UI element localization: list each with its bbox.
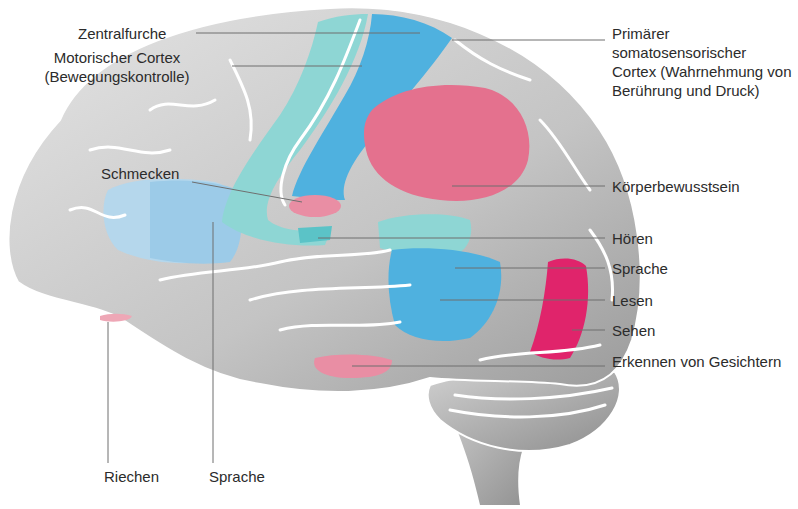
region-label: Körperbewusstsein xyxy=(612,177,792,196)
region-label: Zentralfurche xyxy=(78,24,194,43)
region-label: Lesen xyxy=(612,291,792,310)
region-label: Primärer somatosensorischer Cortex (Wahr… xyxy=(612,24,792,100)
region-label: Motorischer Cortex (Bewegungskontrolle) xyxy=(4,48,230,86)
region-label: Sprache xyxy=(209,467,299,486)
region-label: Sprache xyxy=(612,259,792,278)
region-label: Erkennen von Gesichtern xyxy=(612,352,782,371)
region-label: Schmecken xyxy=(101,164,201,183)
region-label: Hören xyxy=(612,229,792,248)
region-label: Riechen xyxy=(104,467,194,486)
region-label: Sehen xyxy=(612,321,792,340)
